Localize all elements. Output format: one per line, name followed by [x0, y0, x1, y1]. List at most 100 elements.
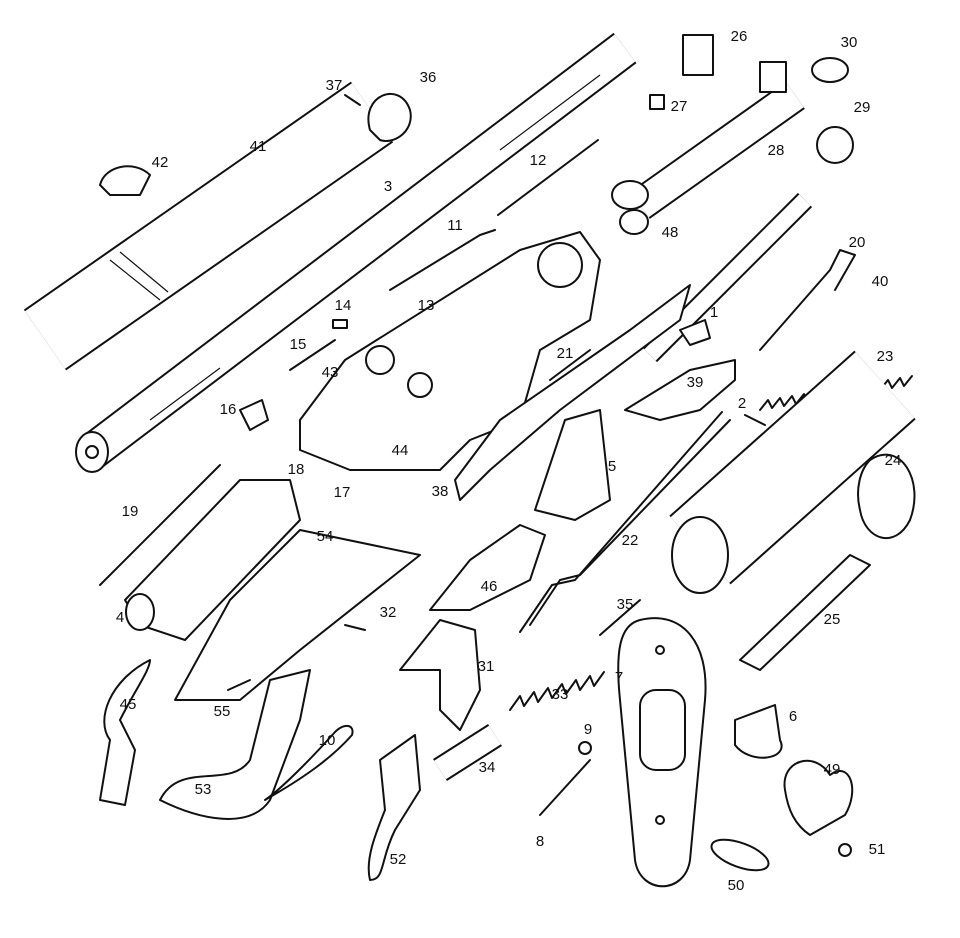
label-34: 34 — [479, 759, 496, 776]
label-1: 1 — [710, 304, 718, 321]
label-39: 39 — [687, 374, 704, 391]
label-4: 4 — [116, 609, 124, 626]
part-45-clip — [99, 659, 151, 806]
label-29: 29 — [854, 99, 871, 116]
label-13: 13 — [418, 297, 435, 314]
label-15: 15 — [290, 336, 307, 353]
label-6: 6 — [789, 708, 797, 725]
label-51: 51 — [869, 841, 886, 858]
part-labels: 26 30 37 36 27 29 42 41 3 12 28 11 48 20… — [116, 28, 902, 894]
label-54: 54 — [317, 528, 334, 545]
part-49-swivel — [783, 759, 854, 836]
part-receiver — [299, 231, 601, 471]
label-35: 35 — [617, 596, 634, 613]
part-30-plug — [811, 57, 849, 83]
label-26: 26 — [731, 28, 748, 45]
label-31: 31 — [478, 658, 495, 675]
label-23: 23 — [877, 348, 894, 365]
label-40: 40 — [872, 273, 889, 290]
label-17: 17 — [334, 484, 351, 501]
part-54-trigger-housing — [174, 529, 421, 701]
part-14-pin — [332, 319, 348, 329]
part-6-swivel — [734, 704, 783, 759]
label-3: 3 — [384, 178, 392, 195]
part-11-rod — [389, 229, 496, 291]
label-16: 16 — [220, 401, 237, 418]
label-44: 44 — [392, 442, 409, 459]
label-14: 14 — [335, 297, 352, 314]
part-21-pin — [549, 349, 591, 381]
label-37: 37 — [326, 77, 343, 94]
part-27-screw — [649, 94, 665, 110]
part-42-clip — [99, 165, 151, 196]
label-48: 48 — [662, 224, 679, 241]
part-50-swivel — [710, 838, 770, 872]
part-29-lock — [816, 126, 854, 164]
label-50: 50 — [728, 877, 745, 894]
label-38: 38 — [432, 483, 449, 500]
part-23-stock — [669, 350, 916, 594]
part-3-barrel — [75, 32, 637, 473]
part-31-hammer — [399, 619, 481, 731]
part-19-rod — [99, 464, 221, 586]
label-11: 11 — [447, 217, 463, 234]
part-34-pin — [433, 724, 502, 781]
part-52-trigger — [367, 734, 421, 881]
part-16-catch — [239, 399, 269, 431]
part-2-pin — [744, 414, 766, 426]
label-41: 41 — [250, 138, 267, 155]
part-38-trigger-guard — [454, 284, 691, 501]
part-39-bolt-follower — [624, 359, 736, 421]
part-25-spring-plate — [739, 554, 871, 671]
part-4-bolt — [124, 479, 301, 641]
part-53-trigger-guard — [159, 669, 311, 820]
label-43: 43 — [322, 364, 339, 381]
part-41-rear-handguard — [23, 81, 394, 371]
part-28-gas-cylinder — [611, 61, 805, 235]
part-55-pin — [227, 679, 251, 691]
label-53: 53 — [195, 781, 212, 798]
label-2: 2 — [738, 395, 746, 412]
part-15-spring — [289, 339, 336, 371]
label-55: 55 — [214, 703, 231, 720]
part-24-ferrule — [857, 453, 916, 540]
part-12-rod — [497, 139, 599, 216]
part-10-clip-latch — [264, 724, 354, 801]
label-7: 7 — [615, 669, 623, 686]
label-33: 33 — [552, 686, 569, 703]
part-37-pin — [344, 94, 361, 106]
part-33-spring — [509, 671, 605, 711]
label-28: 28 — [768, 142, 785, 159]
label-46: 46 — [481, 578, 498, 595]
label-30: 30 — [841, 34, 858, 51]
part-7-butt-plate — [617, 617, 707, 888]
label-9: 9 — [584, 721, 592, 738]
part-46-follower — [429, 524, 546, 611]
label-25: 25 — [824, 611, 841, 628]
part-1-block — [679, 319, 711, 346]
part-9-screw — [578, 741, 592, 755]
part-22-operating-rod — [519, 192, 813, 633]
part-5-bracket — [534, 409, 611, 521]
label-36: 36 — [420, 69, 437, 86]
label-32: 32 — [380, 604, 397, 621]
label-18: 18 — [288, 461, 305, 478]
label-21: 21 — [557, 345, 574, 362]
label-49: 49 — [824, 761, 841, 778]
part-35-pin — [599, 599, 641, 636]
label-27: 27 — [671, 98, 688, 115]
part-26-sight — [682, 34, 714, 76]
label-45: 45 — [120, 696, 137, 713]
part-36-ring — [367, 92, 412, 142]
label-42: 42 — [152, 154, 169, 171]
part-51-screw — [838, 843, 852, 857]
label-19: 19 — [122, 503, 139, 520]
label-10: 10 — [319, 732, 336, 749]
label-12: 12 — [530, 152, 547, 169]
label-24: 24 — [885, 452, 902, 469]
part-8-screw — [539, 759, 591, 816]
part-20-latch — [759, 249, 856, 351]
label-20: 20 — [849, 234, 866, 251]
